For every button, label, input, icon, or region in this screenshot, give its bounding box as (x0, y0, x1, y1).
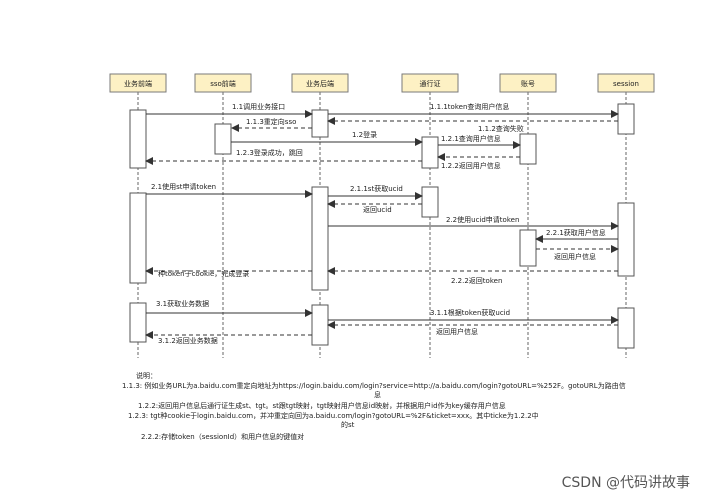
message-label: 1.1.2查询失败 (478, 124, 524, 133)
message-label: 3.1.1根据token获取ucid (430, 308, 510, 317)
activation-bar (617, 202, 635, 277)
message-label: 2.2.1获取用户信息 (546, 228, 606, 237)
activation-bar (129, 302, 147, 343)
message-label: 返回ucid (363, 206, 392, 214)
message-label: 2.2使用ucid申请token (446, 215, 519, 224)
activation-bar (129, 109, 147, 169)
message-label: 1.1.1token查询用户信息 (430, 102, 509, 111)
note-line: 的st (341, 421, 355, 429)
message-label: 3.1.2返回业务数据 (158, 336, 218, 345)
activation-bar (129, 192, 147, 284)
activation-bar (214, 123, 232, 155)
activation-bar (311, 186, 329, 291)
message-label: 2.1使用st申请token (151, 182, 216, 191)
activation-bar (617, 103, 635, 135)
activation-bar (311, 304, 329, 346)
participant-label-sso-front: sso前端 (210, 79, 236, 88)
message-label: 2.1.1st获取ucid (350, 184, 403, 193)
activation-bar (519, 229, 537, 267)
activation-bar (617, 307, 635, 349)
activation-bar (421, 136, 439, 169)
participant-box-pass (401, 73, 459, 93)
activation-bar (519, 133, 537, 165)
activation-bar (311, 109, 329, 138)
participant-label-pass: 通行证 (420, 79, 441, 88)
participant-label-biz-front: 业务前端 (124, 79, 152, 88)
message-label: 1.1调用业务接口 (232, 102, 285, 111)
message-label: 1.2登录 (352, 130, 377, 139)
message-label: 1.2.1查询用户信息 (441, 134, 501, 143)
watermark-text: CSDN @代码讲故事 (561, 475, 690, 491)
message-label: 1.1.3重定向sso (246, 117, 296, 126)
message-label: 2.2.2返回token (451, 277, 502, 285)
message-label: 1.2.2返回用户信息 (441, 161, 501, 170)
participant-box-account (499, 73, 557, 93)
activation-bar (421, 186, 439, 218)
message-label: 3.1获取业务数据 (156, 299, 209, 308)
message-label: 返回用户信息 (436, 327, 478, 336)
participant-label-account: 账号 (521, 79, 535, 88)
message-label: 返回用户信息 (554, 252, 596, 261)
participant-label-biz-back: 业务后端 (306, 79, 334, 88)
note-line: 1.2.3: tgt种cookie于login.baidu.com，并冲重定向回… (128, 412, 539, 420)
participant-label-session: session (613, 80, 639, 88)
participant-box-sso-front (194, 73, 252, 93)
participant-box-biz-back (291, 73, 349, 93)
notes-title: 说明： (136, 372, 157, 380)
note-line: 2.2.2:存储token（sessionId）和用户信息的键值对 (141, 433, 305, 441)
message-label: 种token于cookie，完成登录 (158, 269, 249, 278)
note-line: 1.2.2:返回用户信息后通行证生成st、tgt。st跟tgt映射，tgt映射用… (138, 402, 506, 410)
participant-box-biz-front (109, 73, 167, 93)
note-line: 1.1.3: 例如业务URL为a.baidu.com重定向地址为https://… (122, 382, 626, 390)
message-label: 1.2.3登录成功，跳回 (236, 148, 303, 157)
note-line: 息 (374, 391, 381, 399)
participant-box-session (597, 73, 655, 93)
